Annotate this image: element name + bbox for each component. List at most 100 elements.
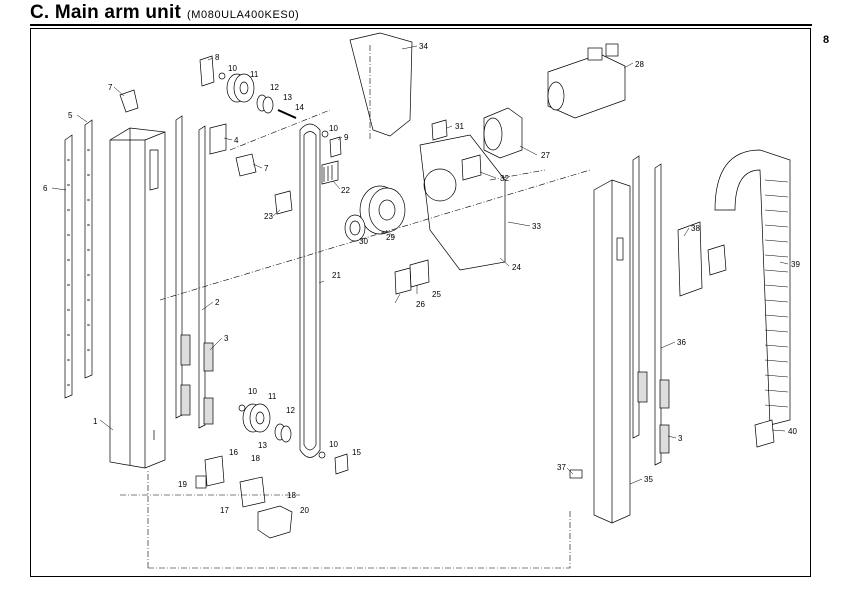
section-title: C. Main arm unit [30,2,181,23]
linear-guide-36 [632,155,670,466]
gear-pulley-29 [359,185,406,235]
main-arm-profile-35 [593,179,631,524]
washer-10-bottom [238,404,246,412]
bracket-7-top [119,89,139,113]
callout-9: 9 [344,133,349,142]
callout-3b: 3 [678,434,683,443]
page-title: C. Main arm unit (M080ULA400KES0) [30,2,299,24]
callout-22: 22 [341,186,350,195]
lock-ring-30 [344,214,366,242]
callout-27: 27 [541,151,550,160]
callout-5: 5 [68,111,73,120]
washer-10-mid [321,130,329,138]
callout-16: 16 [229,448,238,457]
callout-10d: 10 [329,440,338,449]
callout-29: 29 [386,233,395,242]
bracket-4 [209,123,227,155]
pulley-bottom-11 [242,403,271,433]
shaft-14-top [277,109,297,119]
callout-labels: 1 2 3 3 4 5 6 7 7 8 9 10 10 10 10 11 11 … [43,42,800,515]
bearing-12-bottom [274,423,292,443]
callout-37: 37 [557,463,566,472]
callout-10b: 10 [329,124,338,133]
callout-17: 17 [220,506,229,515]
callout-35: 35 [644,475,653,484]
callout-11b: 11 [268,392,277,401]
callout-28: 28 [635,60,644,69]
callout-20: 20 [300,506,309,515]
callout-15: 15 [352,448,361,457]
callout-4: 4 [234,136,239,145]
cover-34 [349,32,413,137]
washer-10-lower [318,451,326,459]
belt-plate-23 [274,190,293,215]
callout-39: 39 [791,260,800,269]
washer-10-top [218,72,226,80]
callout-31: 31 [455,122,464,131]
callout-38: 38 [691,224,700,233]
motor-plate-24 [419,134,506,271]
block-9 [329,136,342,158]
leader-lines [51,45,789,485]
cable-chain-39 [714,149,791,426]
callout-36: 36 [677,338,686,347]
callout-18a: 18 [251,454,260,463]
callout-14: 14 [295,103,304,112]
callout-10c: 10 [248,387,257,396]
belt-clamp-22 [321,160,339,185]
bracket-17 [239,476,266,508]
assembly-centerlines [120,45,591,569]
callout-13a: 13 [283,93,292,102]
callout-30: 30 [359,237,368,246]
drawing-frame [30,28,811,577]
rail-plate-6 [64,134,73,399]
timing-belt-21 [299,123,321,458]
callout-33: 33 [532,222,541,231]
callout-3: 3 [224,334,229,343]
block-32 [461,154,482,181]
callout-25: 25 [432,290,441,299]
callout-10a: 10 [228,64,237,73]
block-26 [394,267,412,295]
title-underline [30,24,812,26]
callout-11a: 11 [250,70,259,79]
block-37 [569,469,583,479]
callout-18b: 18 [287,491,296,500]
callout-13b: 13 [258,441,267,450]
servo-motor-28 [547,43,626,119]
stopper-19 [195,475,207,489]
callout-8: 8 [215,53,220,62]
callout-7: 7 [108,83,113,92]
callout-21: 21 [332,271,341,280]
bracket-7-mid [235,153,257,177]
callout-7b: 7 [264,164,269,173]
pulley-top-11 [226,73,255,103]
callout-2: 2 [215,298,220,307]
bearing-12-top [256,94,274,114]
callout-23: 23 [264,212,273,221]
model-code: (M080ULA400KES0) [187,9,300,21]
main-arm-profile-1 [109,127,166,469]
chain-end-40 [754,419,775,448]
reducer-27 [483,107,523,159]
callout-40: 40 [788,427,797,436]
rail-plate-5 [84,119,93,379]
callout-19: 19 [178,480,187,489]
callout-32: 32 [500,174,509,183]
pulley-block-8 [199,55,215,87]
callout-24: 24 [512,263,521,272]
cover-20 [257,505,293,539]
callout-12b: 12 [286,406,295,415]
block-31 [431,119,448,141]
bracket-16 [204,455,225,487]
callout-1: 1 [93,417,98,426]
page-number: 8 [823,34,830,46]
linear-guide-2 [175,115,214,429]
callout-12a: 12 [270,83,279,92]
callout-34: 34 [419,42,428,51]
block-25 [409,259,430,288]
callout-26: 26 [416,300,425,309]
chain-bracket-38 [677,221,727,297]
callout-6: 6 [43,184,48,193]
